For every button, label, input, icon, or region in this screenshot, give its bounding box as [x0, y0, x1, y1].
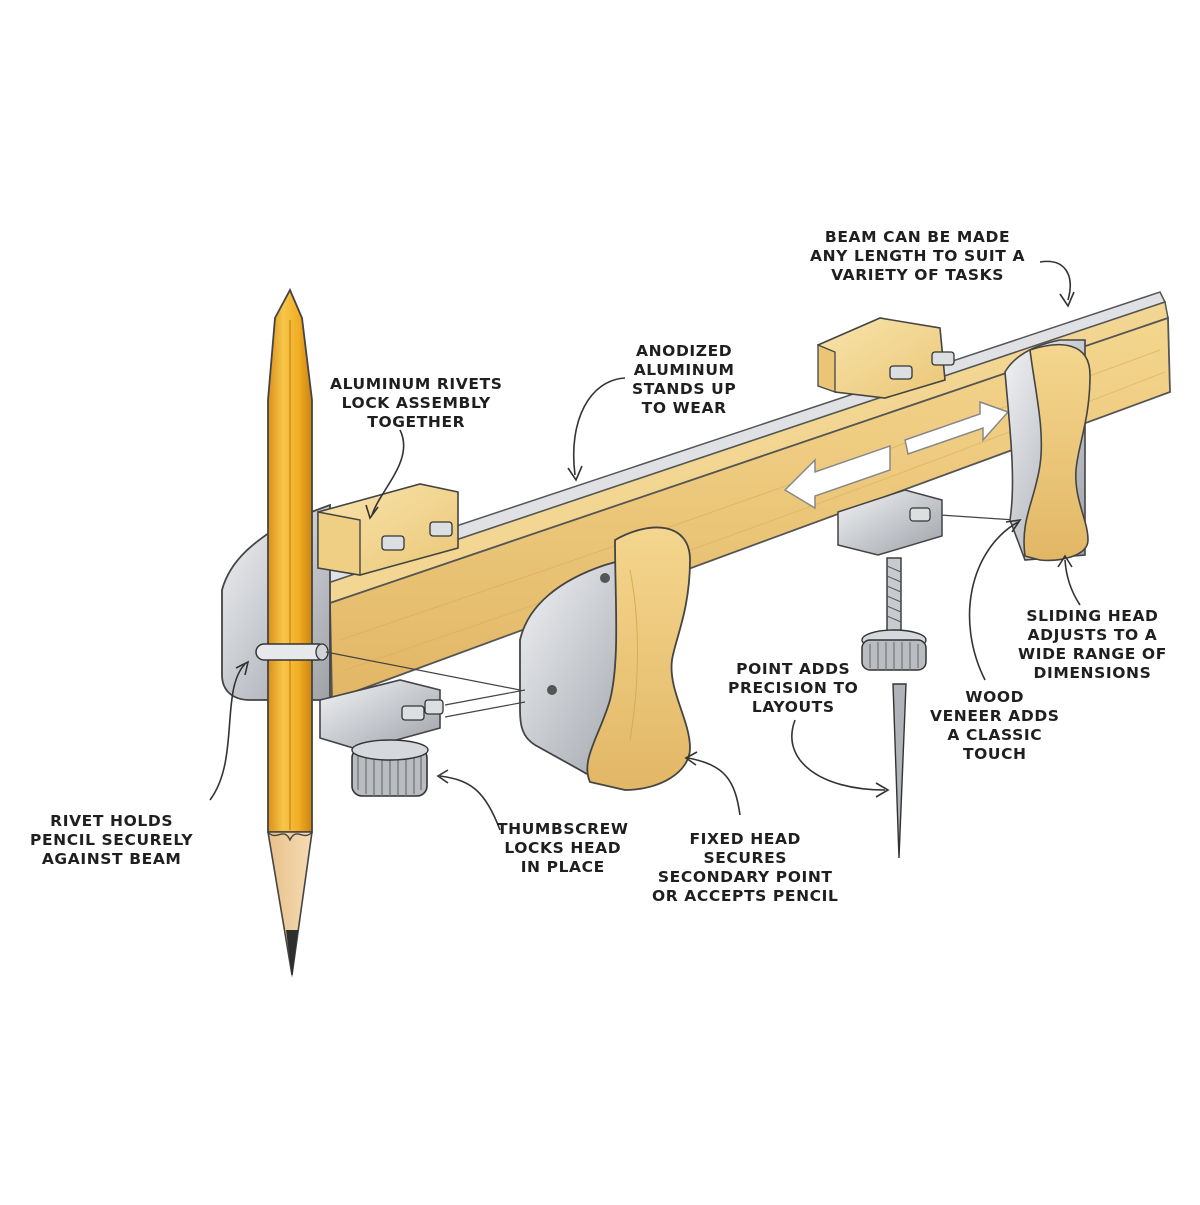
- label-fixed-head: FIXED HEAD SECURES SECONDARY POINT OR AC…: [652, 830, 838, 906]
- label-line: A CLASSIC: [947, 726, 1043, 744]
- label-line: TOGETHER: [367, 413, 466, 431]
- label-point: POINT ADDS PRECISION TO LAYOUTS: [728, 660, 858, 717]
- label-line: OR ACCEPTS PENCIL: [652, 887, 839, 905]
- label-line: SLIDING HEAD: [1026, 607, 1159, 625]
- label-line: ALUMINUM: [633, 361, 735, 379]
- label-rivets: ALUMINUM RIVETS LOCK ASSEMBLY TOGETHER: [330, 375, 503, 432]
- label-line: FIXED HEAD: [689, 830, 802, 848]
- label-line: ANY LENGTH TO SUIT A: [810, 247, 1026, 265]
- label-veneer: WOOD VENEER ADDS A CLASSIC TOUCH: [930, 688, 1060, 764]
- leader-lines: [209, 260, 1081, 831]
- sliding-head: [816, 317, 1091, 562]
- pencil: [267, 287, 313, 978]
- label-sliding-head: SLIDING HEAD ADJUSTS TO A WIDE RANGE OF …: [1018, 607, 1167, 683]
- label-line: RIVET HOLDS: [50, 812, 174, 830]
- rivet-icon: [381, 521, 453, 551]
- label-line: TO WEAR: [641, 399, 727, 417]
- label-line: LAYOUTS: [751, 698, 835, 716]
- label-line: LOCKS HEAD: [504, 839, 622, 857]
- label-anodized: ANODIZED ALUMINUM STANDS UP TO WEAR: [632, 342, 736, 418]
- label-beam-length: BEAM CAN BE MADE ANY LENGTH TO SUIT A VA…: [810, 228, 1025, 285]
- label-line: SECONDARY POINT: [657, 868, 833, 886]
- label-line: VENEER ADDS: [930, 707, 1060, 725]
- label-line: IN PLACE: [520, 858, 605, 876]
- label-line: TOUCH: [962, 745, 1027, 763]
- label-line: VARIETY OF TASKS: [831, 266, 1004, 284]
- label-line: STANDS UP: [632, 380, 737, 398]
- label-thumbscrew: THUMBSCREW LOCKS HEAD IN PLACE: [497, 820, 629, 877]
- label-line: PENCIL SECURELY: [30, 831, 194, 849]
- label-line: DIMENSIONS: [1033, 664, 1152, 682]
- label-line: WIDE RANGE OF: [1018, 645, 1167, 663]
- label-line: LOCK ASSEMBLY: [341, 394, 491, 412]
- guide-lines: [325, 514, 1016, 718]
- label-line: THUMBSCREW: [497, 820, 629, 838]
- label-line: BEAM CAN BE MADE: [824, 228, 1011, 246]
- label-line: ADJUSTS TO A: [1027, 626, 1158, 644]
- slide-arrow: [783, 400, 1010, 510]
- label-line: AGAINST BEAM: [41, 850, 182, 868]
- label-line: POINT ADDS: [736, 660, 851, 678]
- label-line: ANODIZED: [636, 342, 733, 360]
- thumbscrew-icon: [351, 739, 429, 797]
- fixed-head: [519, 526, 691, 791]
- label-line: WOOD: [965, 688, 1025, 706]
- label-rivet-pencil: RIVET HOLDS PENCIL SECURELY AGAINST BEAM: [30, 812, 193, 869]
- label-line: PRECISION TO: [728, 679, 859, 697]
- point-assembly: [861, 557, 927, 859]
- pencil-rivet-icon: [255, 643, 329, 661]
- label-line: ALUMINUM RIVETS: [330, 375, 503, 393]
- label-line: SECURES: [703, 849, 788, 867]
